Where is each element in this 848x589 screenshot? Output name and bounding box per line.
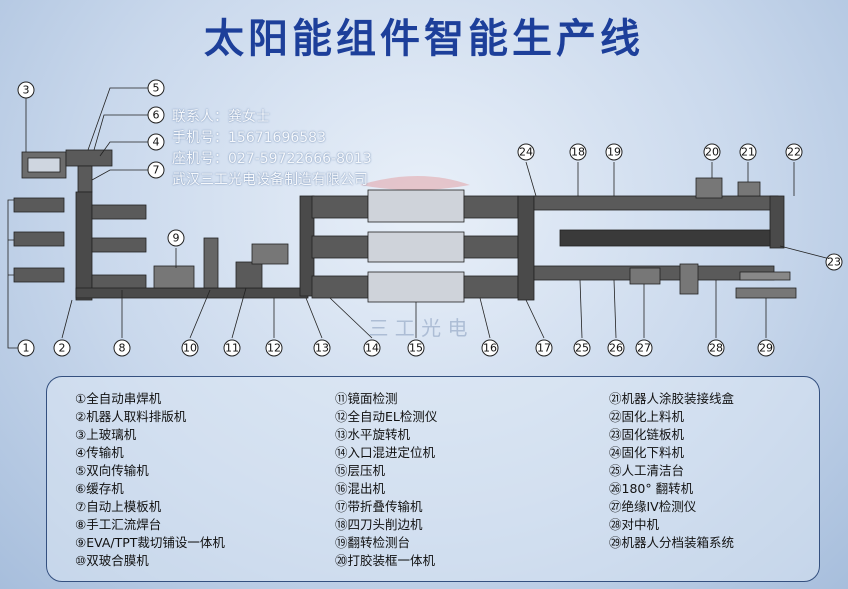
svg-text:10: 10 [183, 342, 197, 355]
callout-14: 14 [363, 339, 381, 357]
callout-28: 28 [707, 339, 725, 357]
svg-text:23: 23 [827, 256, 841, 269]
legend-item: ⑮层压机 [335, 463, 386, 478]
legend-item: ⑭入口混进定位机 [335, 445, 436, 460]
svg-text:11: 11 [225, 342, 239, 355]
svg-text:1: 1 [23, 342, 30, 355]
legend-item: ⑦自动上模板机 [75, 499, 162, 514]
legend-item: ㉓固化链板机 [609, 427, 685, 442]
callout-5: 5 [147, 79, 165, 97]
legend-item: ⑤双向传输机 [75, 463, 149, 478]
legend-item: ㉔固化下料机 [609, 445, 685, 460]
callout-10: 10 [181, 339, 199, 357]
legend-item: ⑱四刀头削边机 [335, 517, 423, 532]
legend-item: ㉑机器人涂胶装接线盒 [609, 391, 735, 406]
svg-text:9: 9 [173, 232, 180, 245]
svg-text:6: 6 [153, 109, 160, 122]
contact-mobile: 手机号：15671696583 [172, 130, 326, 146]
svg-text:25: 25 [575, 342, 589, 355]
legend-item: ㉙机器人分档装箱系统 [609, 535, 735, 550]
contact-person: 联系人：龚女士 [172, 109, 270, 125]
callout-15: 15 [407, 339, 425, 357]
legend-item: ⑨EVA/TPT裁切铺设一体机 [75, 535, 225, 550]
legend-item: ⑥缓存机 [75, 481, 124, 496]
svg-text:17: 17 [537, 342, 551, 355]
callout-9: 9 [167, 229, 185, 247]
production-line-diagram: 三 工 光 电 [7, 79, 843, 357]
contact-landline: 座机号：027-59722666-8013 [172, 151, 372, 167]
svg-text:15: 15 [409, 342, 423, 355]
callout-12: 12 [265, 339, 283, 357]
legend-item: ㉗绝缘IV检测仪 [609, 499, 697, 514]
svg-text:12: 12 [267, 342, 281, 355]
svg-text:14: 14 [365, 342, 379, 355]
svg-text:29: 29 [759, 342, 773, 355]
svg-text:22: 22 [787, 146, 801, 159]
svg-text:20: 20 [705, 146, 719, 159]
callout-27: 27 [635, 339, 653, 357]
svg-text:26: 26 [609, 342, 623, 355]
callout-24: 24 [517, 143, 535, 161]
svg-text:16: 16 [483, 342, 497, 355]
callout-6: 6 [147, 106, 165, 124]
legend-item: ⑫全自动EL检测仪 [335, 409, 438, 424]
legend-item: ④传输机 [75, 445, 124, 460]
svg-text:19: 19 [607, 146, 621, 159]
contact-company: 武汉三工光电设备制造有限公司 [172, 172, 368, 188]
callout-18: 18 [569, 143, 587, 161]
callout-23: 23 [825, 253, 843, 271]
svg-text:5: 5 [153, 82, 160, 95]
watermark-text: 三 工 光 电 [368, 316, 467, 340]
callout-11: 11 [223, 339, 241, 357]
legend-item: ⑪镜面检测 [335, 391, 398, 406]
callout-2: 2 [53, 339, 71, 357]
callout-20: 20 [703, 143, 721, 161]
legend-item: ㉕人工清洁台 [609, 463, 685, 478]
svg-text:7: 7 [153, 164, 160, 177]
legend-item: ⑬水平旋转机 [335, 427, 411, 442]
svg-text:4: 4 [153, 136, 160, 149]
callout-4: 4 [147, 133, 165, 151]
legend-item: ⑧手工汇流焊台 [75, 517, 162, 532]
legend-item: ②机器人取料排版机 [75, 409, 187, 424]
callout-1: 1 [17, 339, 35, 357]
callout-17: 17 [535, 339, 553, 357]
callout-3: 3 [17, 81, 35, 99]
legend-item: ⑩双玻合膜机 [75, 553, 149, 568]
svg-text:18: 18 [571, 146, 585, 159]
svg-text:28: 28 [709, 342, 723, 355]
legend-box: ①全自动串焊机 ②机器人取料排版机 ③上玻璃机 ④传输机 ⑤双向传输机 ⑥缓存机… [46, 376, 820, 582]
legend-item: ⑲翻转检测台 [335, 535, 411, 550]
machines [13, 149, 797, 303]
legend-item: ⑳打胶装框一体机 [335, 553, 436, 568]
callout-8: 8 [113, 339, 131, 357]
callout-25: 25 [573, 339, 591, 357]
svg-text:27: 27 [637, 342, 651, 355]
svg-text:3: 3 [23, 84, 30, 97]
callout-19: 19 [605, 143, 623, 161]
legend-item: ⑰带折叠传输机 [335, 499, 423, 514]
svg-text:8: 8 [119, 342, 126, 355]
callout-7: 7 [147, 161, 165, 179]
legend-item: ㉒固化上料机 [609, 409, 685, 424]
legend-item: ①全自动串焊机 [75, 391, 162, 406]
page-title: 太阳能组件智能生产线 [204, 16, 644, 62]
legend-item: ㉖180° 翻转机 [609, 481, 694, 496]
leader-lines [7, 87, 835, 349]
callout-26: 26 [607, 339, 625, 357]
legend-item: ⑯混出机 [335, 481, 386, 496]
callouts: 3 5 6 4 7 1 2 8 9 10 11 12 13 14 15 16 1… [17, 79, 843, 357]
callout-16: 16 [481, 339, 499, 357]
svg-text:21: 21 [741, 146, 755, 159]
svg-text:2: 2 [59, 342, 66, 355]
callout-22: 22 [785, 143, 803, 161]
svg-text:24: 24 [519, 146, 533, 159]
callout-13: 13 [313, 339, 331, 357]
callout-21: 21 [739, 143, 757, 161]
legend-item: ③上玻璃机 [75, 427, 137, 442]
svg-text:13: 13 [315, 342, 329, 355]
legend-item: ㉘对中机 [609, 517, 660, 532]
callout-29: 29 [757, 339, 775, 357]
